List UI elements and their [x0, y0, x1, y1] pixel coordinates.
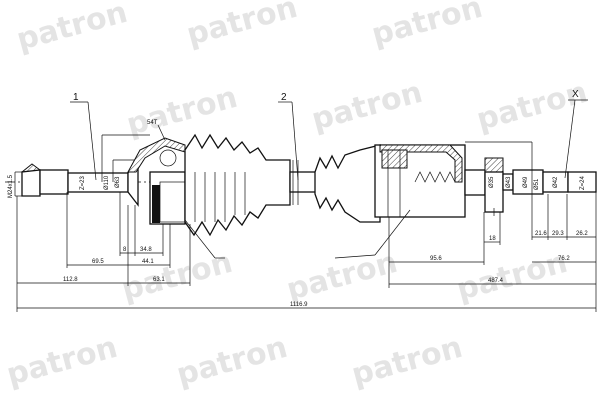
callout-2: 2	[281, 92, 287, 103]
watermark-logo: patron	[183, 0, 301, 53]
dim-76-2: 76.2	[558, 256, 570, 262]
inner-tripod-joint	[374, 144, 466, 218]
watermark-logo: patron	[368, 0, 486, 53]
dim-total: 1116.9	[290, 302, 308, 308]
diameter-label: Ø110	[104, 175, 110, 190]
abs-ring	[152, 185, 160, 223]
diameter-label: Ø49	[523, 176, 529, 188]
watermark-logo: patron	[308, 75, 426, 138]
spline-label-inner: Z=24	[580, 175, 586, 190]
dim-8: 8	[123, 247, 127, 253]
watermark-logo: patron	[123, 80, 241, 143]
dimension-lines	[17, 236, 596, 309]
watermark-logo: patron	[453, 245, 571, 308]
dim-18: 18	[489, 236, 496, 242]
dim-69-5: 69.5	[92, 259, 104, 265]
boot-ribs	[194, 172, 246, 222]
watermark-logo: patron	[118, 245, 236, 308]
dim-29-3: 29.3	[552, 231, 564, 237]
outer-stub	[21, 158, 139, 207]
dim-26-2: 26.2	[576, 231, 588, 237]
dim-21-6: 21.6	[535, 231, 547, 237]
diameter-label: Ø63	[115, 176, 121, 188]
diameter-label: Ø51	[534, 178, 540, 190]
diameter-label: Ø43	[506, 176, 512, 188]
watermark-logo: patron	[283, 245, 401, 308]
diameter-labels: M24x1.5 Z=23 Ø110 Ø63 Ø35 Ø43 Ø49 Ø51 Ø4…	[8, 134, 586, 240]
spline-label-outer: Z=23	[80, 175, 86, 190]
dimension-values: 8 34.8 69.5 44.1 112.8 63.1 1116.9 95.6 …	[63, 231, 588, 308]
watermark-logo: patron	[3, 330, 121, 393]
dim-95-6: 95.6	[430, 256, 442, 262]
watermark-logo: patron	[473, 75, 591, 138]
callout-54t: 54T	[147, 120, 158, 126]
dim-44-1: 44.1	[142, 259, 154, 265]
outer-cv-joint	[127, 137, 186, 225]
inner-boot	[314, 144, 381, 223]
extension-lines	[16, 192, 597, 312]
watermark-logo: patron	[13, 0, 131, 58]
dim-487-4: 487.4	[488, 278, 504, 284]
dim-63-1: 63.1	[153, 277, 165, 283]
callout-x: X	[572, 89, 579, 100]
inner-stub	[464, 157, 597, 216]
outer-boot	[184, 133, 291, 237]
diameter-label: Ø35	[489, 176, 495, 188]
dim-34-8: 34.8	[140, 247, 152, 253]
callout-1: 1	[73, 92, 79, 103]
dim-112-8: 112.8	[63, 277, 78, 283]
diameter-label: Ø42	[553, 176, 559, 188]
thread-label: M24x1.5	[8, 174, 14, 198]
watermark-logo: patron	[348, 330, 466, 393]
watermark-logo: patron	[173, 330, 291, 393]
